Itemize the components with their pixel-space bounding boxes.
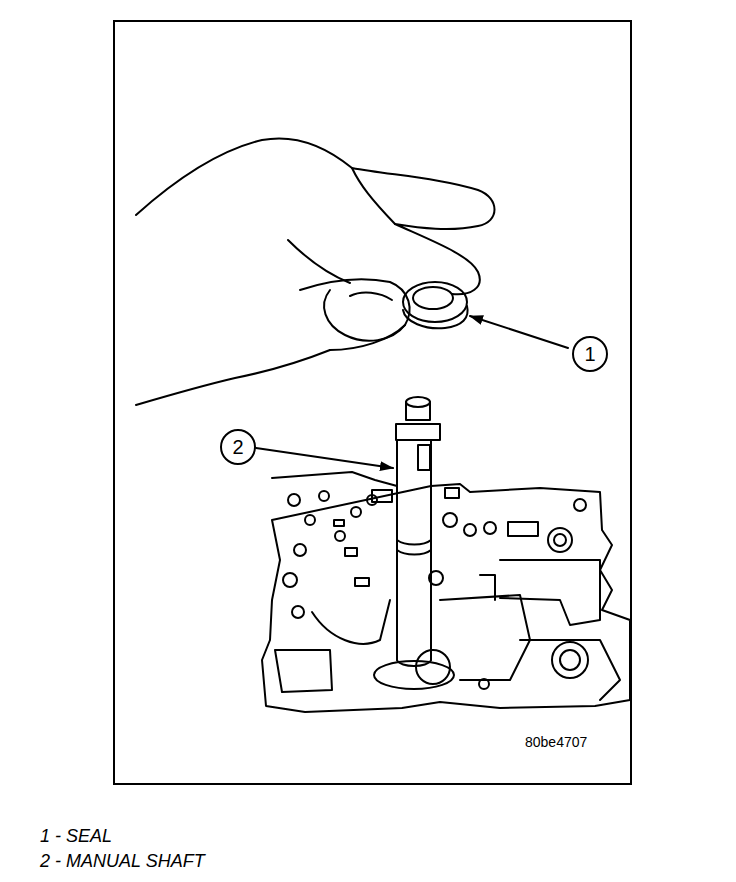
leader-line: [256, 448, 393, 468]
callout-circle: 2: [220, 429, 256, 465]
legend-text: 1 - SEAL: [40, 826, 112, 847]
manual-shaft: [374, 397, 454, 689]
legend-text: 2 - MANUAL SHAFT: [40, 851, 205, 872]
callout-number: 1: [584, 344, 595, 364]
figure-code: 80be4707: [523, 734, 589, 750]
seal: [403, 282, 468, 328]
illustration-frame: 80be4707 1 2: [113, 20, 632, 785]
callout-circle: 1: [572, 336, 608, 372]
callout-number: 2: [232, 437, 243, 457]
valve-body: [262, 472, 630, 712]
leader-line: [470, 316, 568, 348]
hand: [136, 138, 495, 405]
